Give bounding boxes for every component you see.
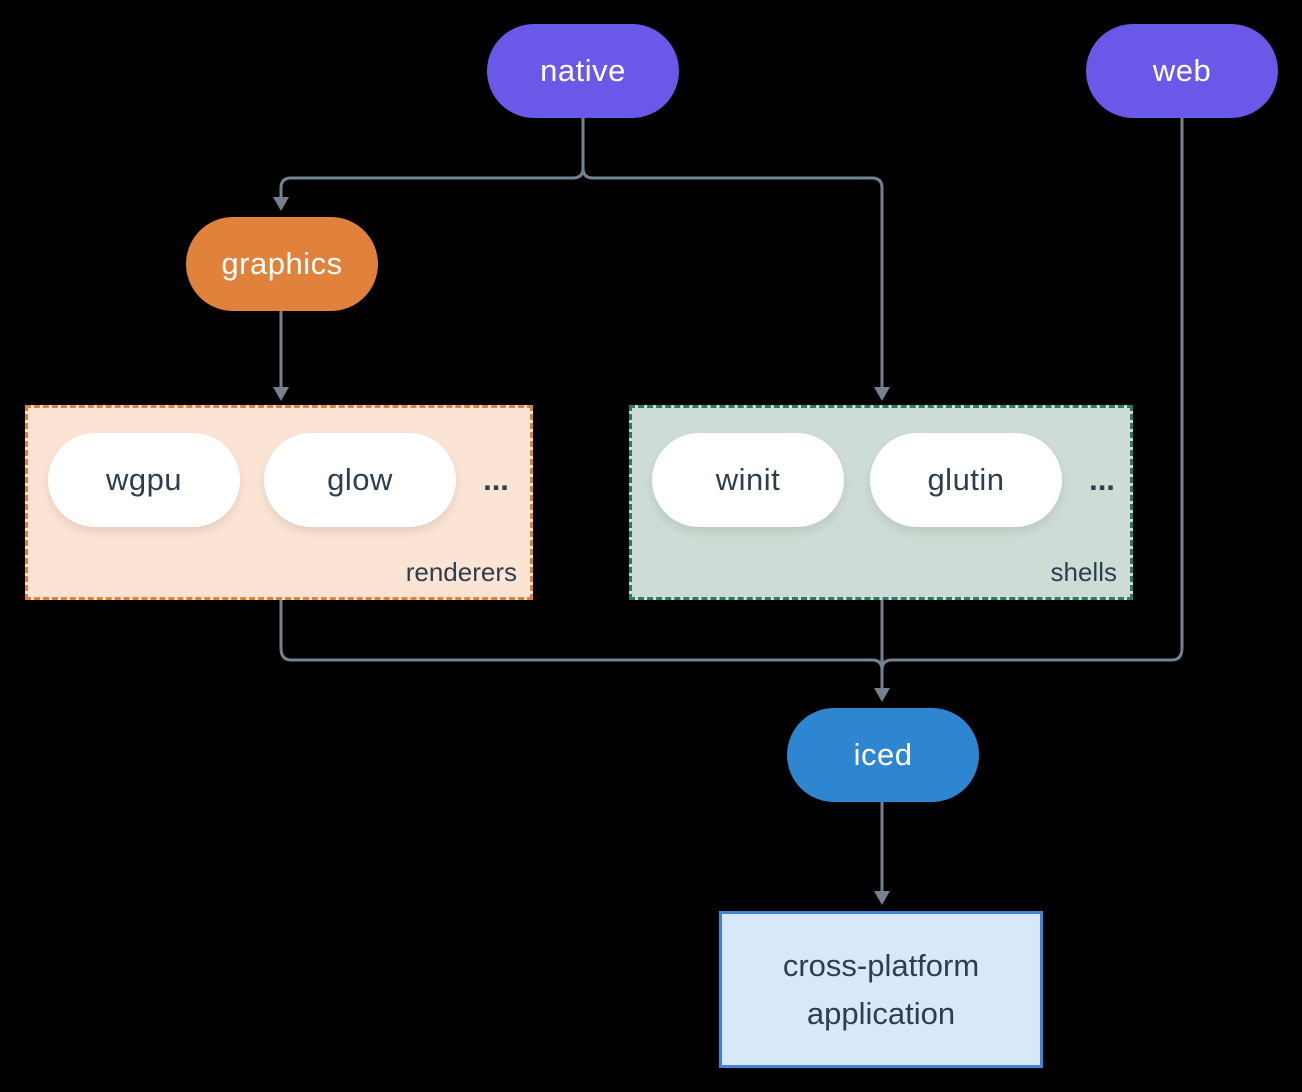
shells-group-label: shells bbox=[1050, 557, 1117, 587]
group-shells: winit glutin ... shells bbox=[629, 405, 1133, 600]
node-web: web bbox=[1086, 24, 1278, 118]
arrowhead-to-renderers bbox=[273, 387, 289, 401]
node-winit: winit bbox=[652, 433, 844, 527]
shells-ellipsis: ... bbox=[1089, 462, 1115, 497]
arrowhead-to-shells bbox=[874, 387, 890, 401]
node-iced-label: iced bbox=[853, 737, 913, 772]
node-web-label: web bbox=[1152, 53, 1212, 88]
node-cross-platform-application: cross-platform application bbox=[719, 911, 1043, 1068]
node-wgpu: wgpu bbox=[48, 433, 240, 527]
arrowhead-to-graphics bbox=[273, 197, 289, 211]
node-glow-label: glow bbox=[327, 462, 393, 497]
renderers-group-label: renderers bbox=[405, 557, 517, 587]
node-native: native bbox=[487, 24, 679, 118]
node-winit-label: winit bbox=[715, 462, 781, 497]
group-renderers: wgpu glow ... renderers bbox=[25, 405, 533, 600]
app-label-line2: application bbox=[806, 995, 956, 1031]
edge-native-to-shells bbox=[581, 118, 884, 387]
edge-renderers-to-merge bbox=[279, 600, 884, 671]
node-graphics: graphics bbox=[186, 217, 378, 311]
edge-native-to-graphics bbox=[279, 118, 585, 197]
node-glow: glow bbox=[264, 433, 456, 527]
node-graphics-label: graphics bbox=[221, 246, 343, 281]
node-native-label: native bbox=[540, 53, 626, 88]
node-iced: iced bbox=[787, 708, 979, 802]
renderers-ellipsis: ... bbox=[483, 462, 509, 497]
app-label-line1: cross-platform bbox=[782, 947, 980, 983]
node-glutin-label: glutin bbox=[927, 462, 1005, 497]
arrowhead-to-iced bbox=[874, 688, 890, 702]
arrowhead-to-app bbox=[874, 891, 890, 905]
node-glutin: glutin bbox=[870, 433, 1062, 527]
node-wgpu-label: wgpu bbox=[105, 462, 183, 497]
